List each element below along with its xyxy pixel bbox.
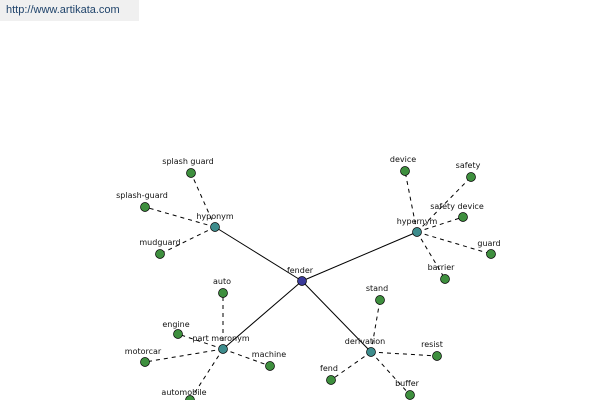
relation-label-part-meronym[interactable]: part meronym — [192, 334, 249, 343]
edge-root-derivation — [301, 280, 372, 353]
term-node-safety[interactable] — [466, 172, 476, 182]
term-label-resist[interactable]: resist — [421, 340, 443, 349]
term-label-splash-guard[interactable]: splash guard — [162, 157, 213, 166]
edge-root-hypernym — [301, 231, 418, 282]
term-node-guard[interactable] — [486, 249, 496, 259]
term-node-mudguard[interactable] — [155, 249, 165, 259]
edge-part-meronym-motorcar — [144, 348, 224, 363]
edge-part-meronym-machine — [222, 348, 271, 367]
term-label-stand[interactable]: stand — [366, 284, 388, 293]
relation-label-hypernym[interactable]: hypernym — [397, 217, 438, 226]
term-node-device[interactable] — [400, 166, 410, 176]
url-banner: http://www.artikata.com — [0, 0, 139, 21]
term-label-buffer[interactable]: buffer — [395, 379, 420, 388]
graph-nodes — [140, 166, 496, 400]
term-label-mudguard[interactable]: mudguard — [139, 238, 180, 247]
term-label-automobile[interactable]: automobile — [161, 388, 206, 397]
term-node-automobile[interactable] — [185, 395, 195, 400]
root-label-fender[interactable]: fender — [287, 266, 314, 275]
term-node-motorcar[interactable] — [140, 357, 150, 367]
edge-hyponym-mudguard — [159, 226, 216, 255]
relation-node-hypernym[interactable] — [412, 227, 422, 237]
term-label-engine[interactable]: engine — [162, 320, 189, 329]
edge-part-meronym-automobile — [189, 348, 224, 400]
term-node-machine[interactable] — [265, 361, 275, 371]
term-node-stand[interactable] — [375, 295, 385, 305]
term-node-auto[interactable] — [218, 288, 228, 298]
term-label-machine[interactable]: machine — [252, 350, 286, 359]
term-label-guard[interactable]: guard — [477, 239, 500, 248]
graph-edges — [144, 170, 492, 400]
term-label-fend[interactable]: fend — [320, 364, 338, 373]
term-label-motorcar[interactable]: motorcar — [125, 347, 162, 356]
edge-derivation-resist — [370, 351, 438, 357]
term-node-splash-guard[interactable] — [186, 168, 196, 178]
root-node-fender[interactable] — [297, 276, 307, 286]
term-label-splash-guard[interactable]: splash-guard — [116, 191, 168, 200]
site-url-link[interactable]: http://www.artikata.com — [6, 4, 120, 16]
edge-derivation-fend — [330, 351, 372, 381]
relation-node-hyponym[interactable] — [210, 222, 220, 232]
edge-derivation-buffer — [370, 351, 411, 396]
graph-labels: splash guard splash-guard mudguard hyponym d… — [116, 155, 501, 397]
edge-hypernym-safety — [416, 176, 472, 233]
term-node-barrier[interactable] — [440, 274, 450, 284]
edge-hyponym-splash-guard — [190, 172, 216, 228]
edge-root-part-meronym — [222, 280, 303, 350]
relation-label-hyponym[interactable]: hyponym — [196, 212, 234, 221]
term-label-safety[interactable]: safety — [456, 161, 481, 170]
term-node-buffer[interactable] — [405, 390, 415, 400]
term-node-safety-device[interactable] — [458, 212, 468, 222]
edge-hypernym-barrier — [416, 231, 446, 280]
term-label-device[interactable]: device — [390, 155, 416, 164]
term-node-fend[interactable] — [326, 375, 336, 385]
term-label-barrier[interactable]: barrier — [428, 263, 456, 272]
relation-node-derivation[interactable] — [366, 347, 376, 357]
edge-hypernym-safety-device — [416, 216, 464, 233]
relation-label-derivation[interactable]: derivation — [345, 337, 385, 346]
edge-hypernym-guard — [416, 231, 492, 255]
term-node-splash-guard[interactable] — [140, 202, 150, 212]
edge-root-hyponym — [214, 226, 303, 282]
relation-node-part-meronym[interactable] — [218, 344, 228, 354]
term-label-safety-device[interactable]: safety device — [430, 202, 484, 211]
term-label-auto[interactable]: auto — [213, 277, 231, 286]
edge-hypernym-device — [404, 170, 418, 233]
edge-derivation-stand — [370, 299, 381, 353]
term-node-engine[interactable] — [173, 329, 183, 339]
term-node-resist[interactable] — [432, 351, 442, 361]
